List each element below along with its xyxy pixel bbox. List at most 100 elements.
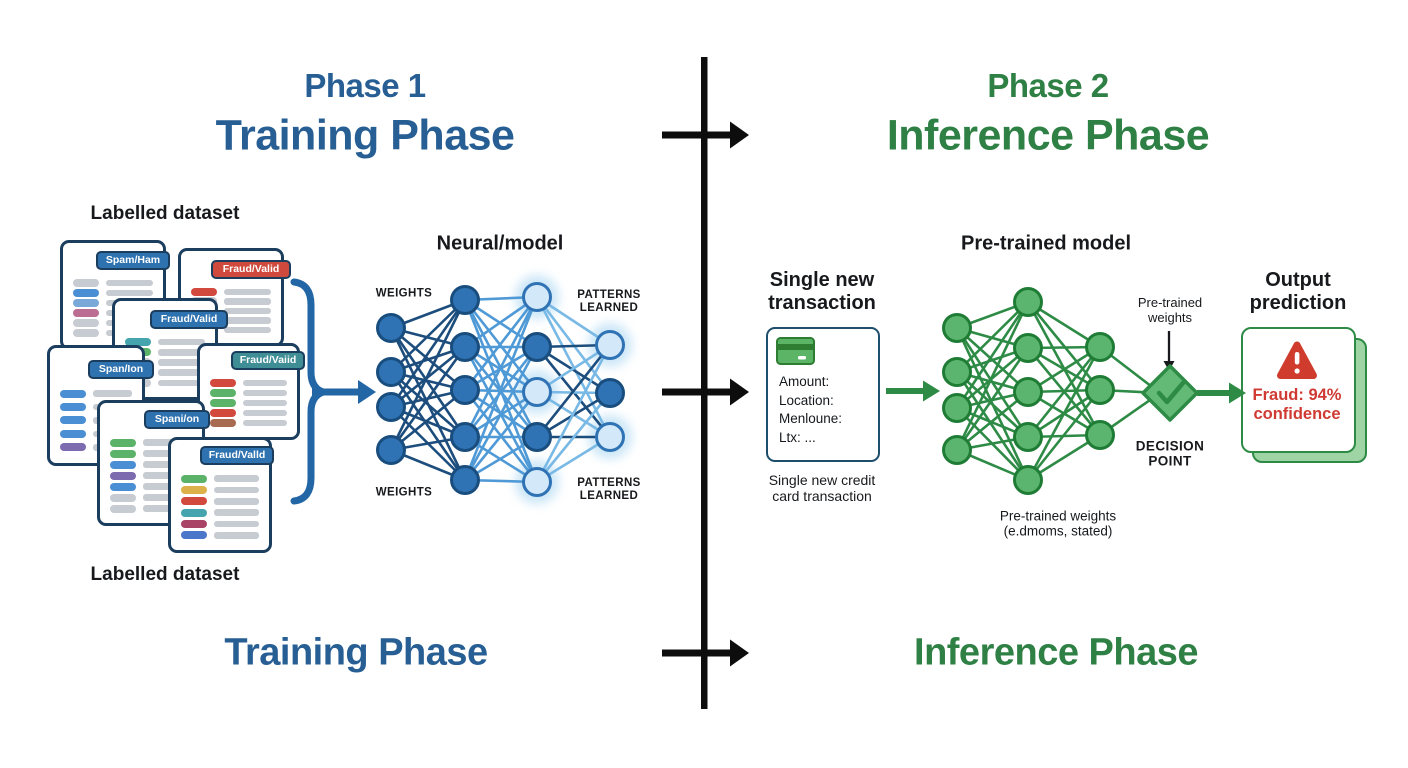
phase1-title: Training Phase (215, 111, 515, 160)
dataset-row (181, 484, 259, 495)
inference-network (942, 287, 1161, 495)
row-line (214, 520, 259, 528)
inference-phase-bottom-label: Inference Phase (914, 631, 1198, 674)
phase-arrow-bottom (662, 639, 749, 667)
row-pill (73, 329, 99, 337)
row-pill (210, 399, 236, 407)
weights-label-bottom: WEIGHTS (375, 486, 433, 499)
row-line (106, 289, 153, 297)
row-line (214, 509, 259, 516)
row-line (224, 326, 271, 334)
pretrained-weights-caption: Pre-trained weights (e.dmoms, stated) (999, 508, 1117, 539)
row-line (214, 486, 259, 494)
row-pill (210, 379, 236, 387)
row-line (143, 472, 192, 479)
row-line (93, 390, 132, 397)
output-prediction-title: Output prediction (1249, 269, 1347, 314)
transaction-field-ltx: Ltx: ... (779, 429, 816, 445)
weights-label-top: WEIGHTS (375, 287, 433, 300)
row-line (243, 409, 287, 417)
dataset-document: Fraud/Vaiid (197, 343, 305, 440)
dataset-row (181, 518, 259, 529)
row-pill (73, 279, 99, 287)
training-phase-bottom-label: Training Phase (224, 631, 488, 674)
dataset-row (210, 408, 287, 418)
dataset-rows (210, 378, 287, 428)
dataset-row (73, 278, 153, 288)
row-pill (110, 460, 136, 469)
row-pill (60, 389, 86, 398)
row-pill (73, 309, 99, 317)
transaction-field-amount: Amount: (779, 374, 830, 389)
row-line (243, 379, 287, 387)
row-line (224, 307, 271, 315)
row-line (243, 389, 287, 397)
row-line (243, 419, 287, 427)
row-pill (60, 429, 86, 438)
row-pill (181, 531, 207, 540)
row-line (214, 475, 259, 482)
row-pill (181, 474, 207, 483)
phase-arrow-top (662, 121, 749, 149)
dataset-label-tag: Fraud/Valld (200, 446, 274, 465)
row-line (243, 399, 287, 407)
dataset-label-tag: Spani/on (144, 410, 210, 429)
dataset-label-tag: Spam/Ham (96, 251, 170, 270)
row-pill (110, 471, 136, 480)
row-pill (60, 403, 86, 412)
dataset-row (110, 448, 192, 459)
dataset-rows (110, 437, 192, 514)
transaction-fields: Amount: Location: Menloune: Ltx: ... (779, 373, 842, 447)
dataset-row (110, 459, 192, 470)
row-line (143, 483, 192, 490)
neural-model-title: Neural/model (436, 232, 564, 255)
dataset-row (110, 470, 192, 481)
dataset-label-tag: Fraud/Valid (211, 260, 291, 279)
row-line (143, 505, 192, 512)
row-pill (60, 416, 86, 425)
row-pill (181, 508, 207, 517)
dataset-row (110, 437, 192, 448)
row-line (224, 317, 271, 324)
fraud-confidence-text: Fraud: 94% confidence (1252, 386, 1342, 423)
row-line (143, 439, 192, 446)
row-pill (210, 409, 236, 417)
transaction-caption: Single new credit card transaction (768, 472, 876, 504)
dataset-row (181, 530, 259, 541)
row-pill (125, 338, 151, 347)
row-pill (60, 443, 86, 452)
dataset-document: Fraud/Valld (168, 437, 274, 553)
row-line (158, 349, 205, 356)
pretrained-model-title: Pre-trained model (960, 232, 1132, 255)
labelled-dataset-title-top: Labelled dataset (90, 203, 240, 225)
row-pill (110, 504, 136, 513)
labelled-dataset-title-bottom: Labelled dataset (90, 564, 240, 586)
decision-point-label: DECISION POINT (1135, 438, 1205, 469)
row-pill (73, 289, 99, 297)
row-line (143, 450, 192, 457)
row-line (143, 461, 192, 468)
row-pill (110, 438, 136, 447)
row-pill (181, 519, 207, 528)
dataset-row (110, 492, 192, 503)
single-transaction-title: Single new transaction (768, 269, 876, 314)
row-pill (110, 482, 136, 491)
decision-diamond (1141, 364, 1199, 422)
dataset-row (125, 337, 205, 347)
transaction-field-merchant: Menloune: (779, 411, 843, 426)
row-pill (110, 493, 136, 502)
check-icon (1156, 380, 1186, 405)
row-line (224, 288, 271, 296)
dataset-rows (181, 473, 259, 541)
weights-pointer-arrow (1163, 331, 1175, 371)
phase2-label: Phase 2 (987, 67, 1109, 105)
dataset-row (210, 388, 287, 398)
card-to-model-arrow (886, 380, 940, 402)
dataset-row (110, 481, 192, 492)
dataset-label-tag: Span/Ion (88, 360, 154, 379)
row-pill (110, 449, 136, 458)
row-line (214, 532, 259, 539)
decision-to-output-arrow (1197, 382, 1246, 404)
row-pill (191, 287, 217, 296)
